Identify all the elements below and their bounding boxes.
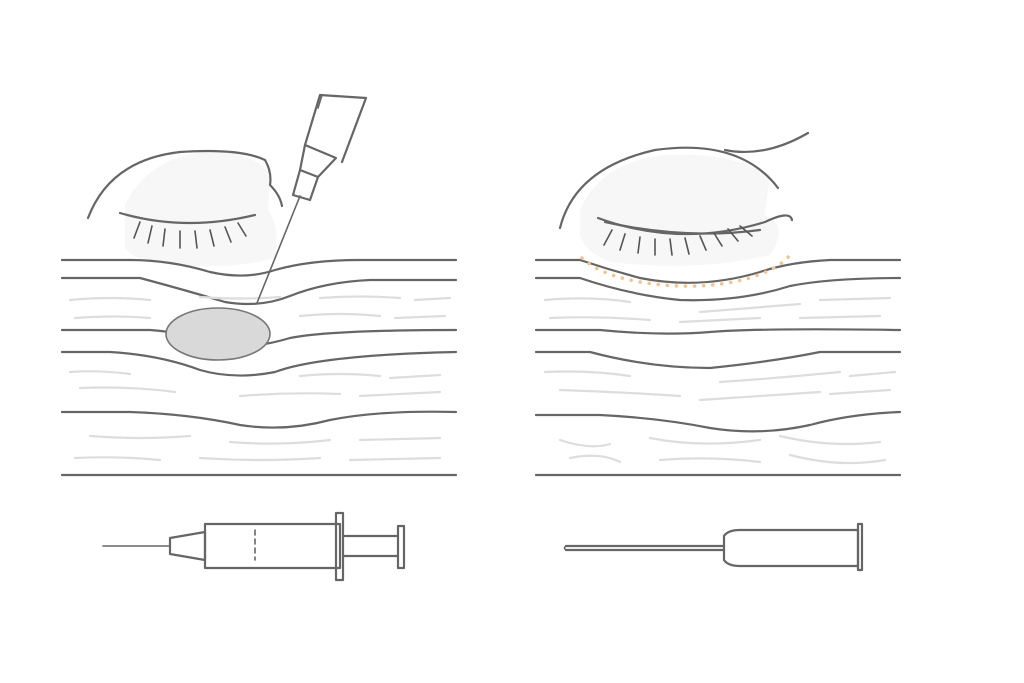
right-closed-eye bbox=[558, 131, 810, 266]
cannula bbox=[563, 522, 864, 572]
syringe bbox=[102, 511, 406, 582]
left-injection-needle bbox=[256, 93, 368, 304]
left-panel bbox=[60, 93, 458, 582]
injected-filler-deposit bbox=[165, 307, 271, 361]
right-panel bbox=[534, 131, 902, 572]
left-tissue-layers bbox=[60, 258, 458, 477]
left-closed-eye bbox=[86, 149, 284, 267]
treatment-dotted-outline bbox=[580, 253, 792, 288]
right-tissue-layers bbox=[534, 258, 902, 477]
